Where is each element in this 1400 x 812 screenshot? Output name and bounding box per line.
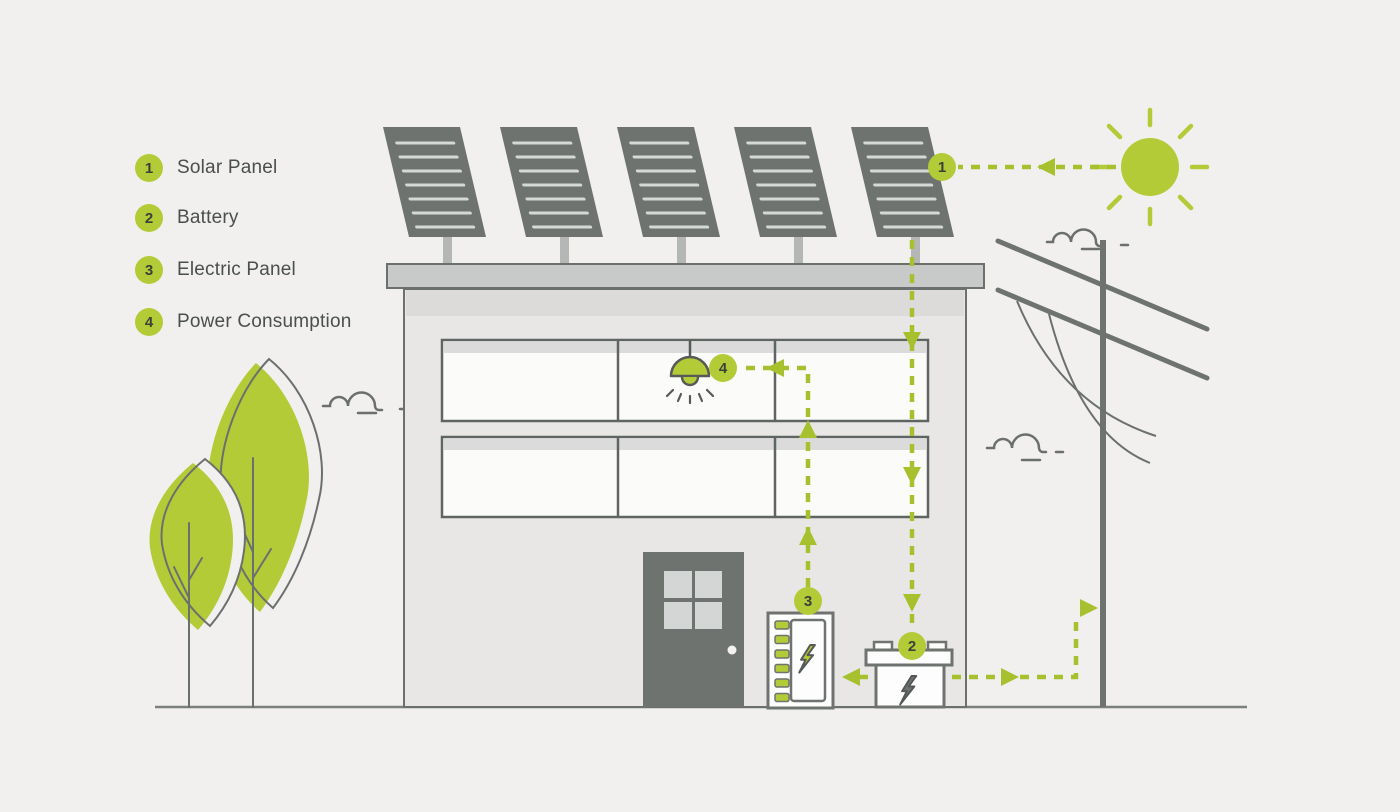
legend-item-battery: 2 Battery [135,204,239,232]
door-knob [727,645,737,655]
roof-shadow [406,290,964,316]
legend-item-power-consumption: 4 Power Consumption [135,308,351,336]
electric-panel-icon [766,611,835,710]
legend-label-power-consumption: Power Consumption [177,311,352,332]
marker-electric-panel: 3 [794,587,822,615]
legend-label-solar-panel: Solar Panel [177,157,278,178]
legend-label-electric-panel: Electric Panel [177,259,296,280]
legend-badge-1: 1 [135,154,163,182]
legend-badge-3: 3 [135,256,163,284]
pendant-lamp-icon [665,340,715,405]
house-icon [381,125,985,710]
legend-item-solar-panel: 1 Solar Panel [135,154,277,182]
marker-power-consumption: 4 [709,354,737,382]
tree-icon [149,357,323,708]
marker-battery: 2 [898,632,926,660]
power-lines-icon [995,238,1210,707]
battery-icon [864,640,954,709]
energy-flow-arrow-icon [766,158,1098,686]
window-icon [440,435,930,519]
legend-badge-2: 2 [135,204,163,232]
legend-label-battery: Battery [177,207,239,228]
roof [386,263,985,289]
energy-flow-lines [740,164,1116,680]
solar-panel-icon [381,125,956,267]
utility-pole-icon [1100,240,1106,707]
legend-badge-4: 4 [135,308,163,336]
door-icon [643,552,744,707]
legend-item-electric-panel: 3 Electric Panel [135,256,296,284]
marker-solar-panel: 1 [928,153,956,181]
